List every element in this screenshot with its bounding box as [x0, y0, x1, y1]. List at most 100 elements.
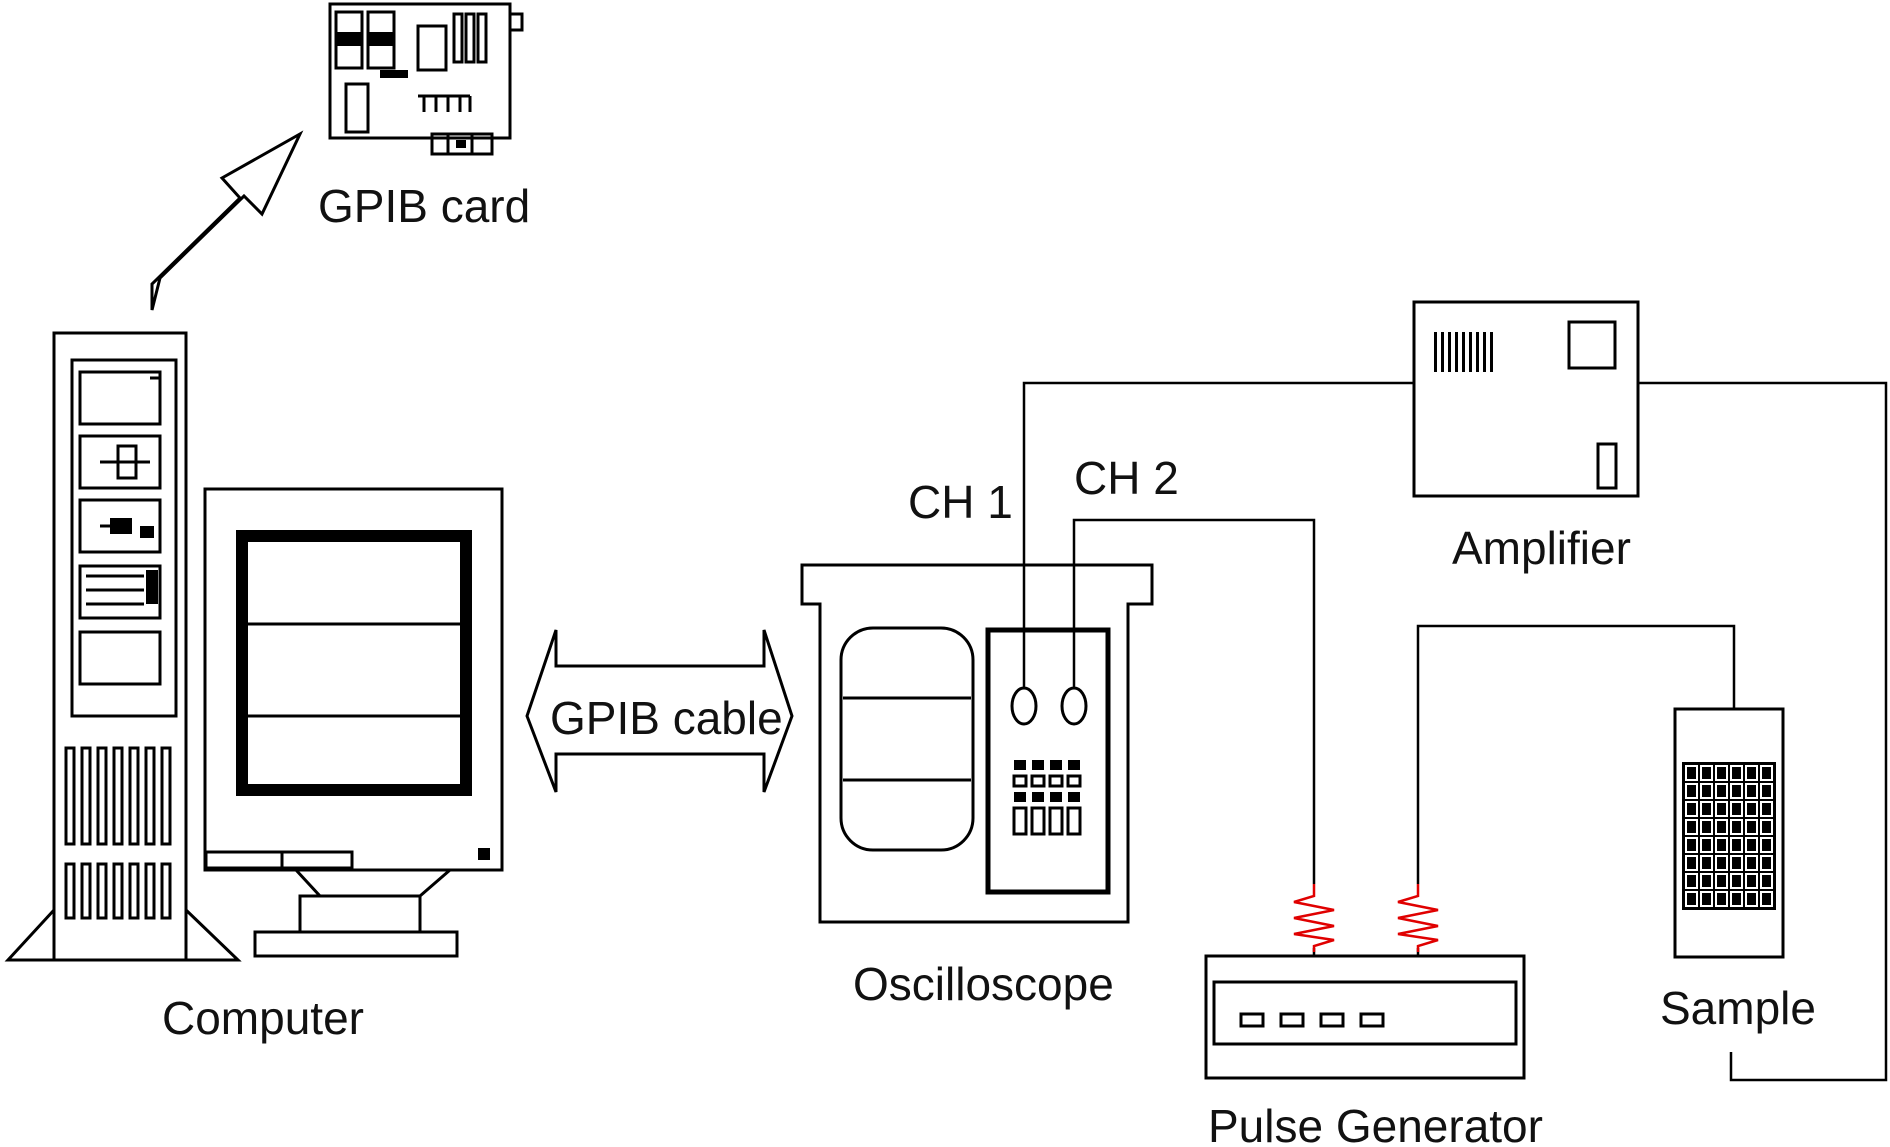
decor-shape — [1490, 332, 1493, 372]
sample-cell — [1760, 783, 1773, 799]
sample-label: Sample — [1660, 982, 1816, 1034]
decor-shape — [1048, 774, 1064, 788]
decor-shape — [1030, 774, 1046, 788]
sample-cell — [1760, 819, 1773, 835]
sample-cell — [1715, 783, 1728, 799]
amplifier-label: Amplifier — [1452, 522, 1631, 574]
sample-cell — [1685, 855, 1698, 871]
decor-shape — [96, 862, 108, 920]
sample-cell — [1715, 801, 1728, 817]
sample — [1673, 707, 1785, 959]
resistor-icon — [1397, 884, 1439, 952]
sample-cell — [1730, 765, 1743, 781]
sample-cell — [1700, 891, 1713, 907]
sample-cell — [1715, 873, 1728, 889]
decor-shape — [1476, 332, 1479, 372]
sample-cell — [1760, 891, 1773, 907]
decor-shape — [1032, 760, 1044, 770]
ch2-label: CH 2 — [1074, 452, 1179, 504]
sample-cell — [1685, 801, 1698, 817]
decor-shape — [1032, 792, 1044, 802]
decor-shape — [1068, 792, 1080, 802]
decor-shape — [144, 862, 156, 920]
gpib-card-label: GPIB card — [318, 180, 530, 232]
decor-shape — [1048, 806, 1064, 836]
sample-cell — [1685, 873, 1698, 889]
decor-shape — [1448, 332, 1451, 372]
decor-shape — [1469, 332, 1472, 372]
sample-cell — [1745, 801, 1758, 817]
decor-shape — [80, 746, 92, 846]
decor-shape — [1434, 332, 1437, 372]
gpib-card — [328, 2, 524, 156]
decor-shape — [64, 746, 76, 846]
decor-shape — [1068, 760, 1080, 770]
decor-shape — [112, 746, 124, 846]
sample-cell — [1715, 819, 1728, 835]
decor-shape — [144, 746, 156, 846]
decor-shape — [80, 862, 92, 920]
arrow-icon — [150, 130, 304, 311]
sample-cell — [1760, 837, 1773, 853]
ch1-label: CH 1 — [908, 476, 1013, 528]
pulse-generator — [1204, 954, 1526, 1080]
gpib-cable-label: GPIB cable — [550, 692, 783, 744]
decor-shape — [1462, 332, 1465, 372]
sample-cell — [1730, 783, 1743, 799]
sample-cell — [1715, 765, 1728, 781]
decor-shape — [1441, 332, 1444, 372]
decor-shape — [1030, 806, 1046, 836]
sample-cell — [1730, 837, 1743, 853]
computer-tower — [4, 331, 242, 962]
sample-cell — [1760, 801, 1773, 817]
sample-cell — [1760, 765, 1773, 781]
decor-shape — [112, 862, 124, 920]
decor-shape — [160, 746, 172, 846]
sample-cell — [1700, 783, 1713, 799]
sample-cell — [1700, 855, 1713, 871]
decor-shape — [1455, 332, 1458, 372]
pulse-generator-label: Pulse Generator — [1208, 1100, 1543, 1147]
computer-monitor — [203, 487, 504, 958]
decor-shape — [1050, 760, 1062, 770]
resistor-icon — [1293, 884, 1335, 952]
sample-cell — [1700, 765, 1713, 781]
decor-shape — [64, 862, 76, 920]
decor-shape — [96, 746, 108, 846]
oscilloscope — [800, 563, 1154, 924]
decor-shape — [160, 862, 172, 920]
sample-cell — [1700, 819, 1713, 835]
sample-cell — [1730, 801, 1743, 817]
sample-cell — [1745, 819, 1758, 835]
sample-cell — [1685, 891, 1698, 907]
sample-cell — [1745, 783, 1758, 799]
amplifier — [1412, 300, 1640, 498]
sample-cell — [1730, 855, 1743, 871]
sample-cell — [1700, 837, 1713, 853]
decor-shape — [1066, 774, 1082, 788]
sample-cell — [1730, 819, 1743, 835]
computer-label: Computer — [162, 992, 364, 1044]
oscilloscope-label: Oscilloscope — [853, 958, 1114, 1010]
sample-cell — [1730, 891, 1743, 907]
sample-cell — [1745, 837, 1758, 853]
decor-shape — [1050, 792, 1062, 802]
decor-shape — [128, 862, 140, 920]
gpib-cable-arrow — [525, 629, 794, 793]
sample-cell — [1685, 765, 1698, 781]
decor-shape — [1012, 806, 1028, 836]
sample-cell — [1715, 891, 1728, 907]
sample-cell — [1700, 801, 1713, 817]
sample-cell — [1730, 873, 1743, 889]
sample-cell — [1760, 873, 1773, 889]
decor-shape — [1012, 774, 1028, 788]
sample-cell — [1745, 891, 1758, 907]
sample-cell — [1685, 819, 1698, 835]
sample-cell — [1685, 837, 1698, 853]
sample-cell — [1745, 855, 1758, 871]
sample-cell — [1700, 873, 1713, 889]
decor-shape — [1066, 806, 1082, 836]
sample-cell — [1760, 855, 1773, 871]
